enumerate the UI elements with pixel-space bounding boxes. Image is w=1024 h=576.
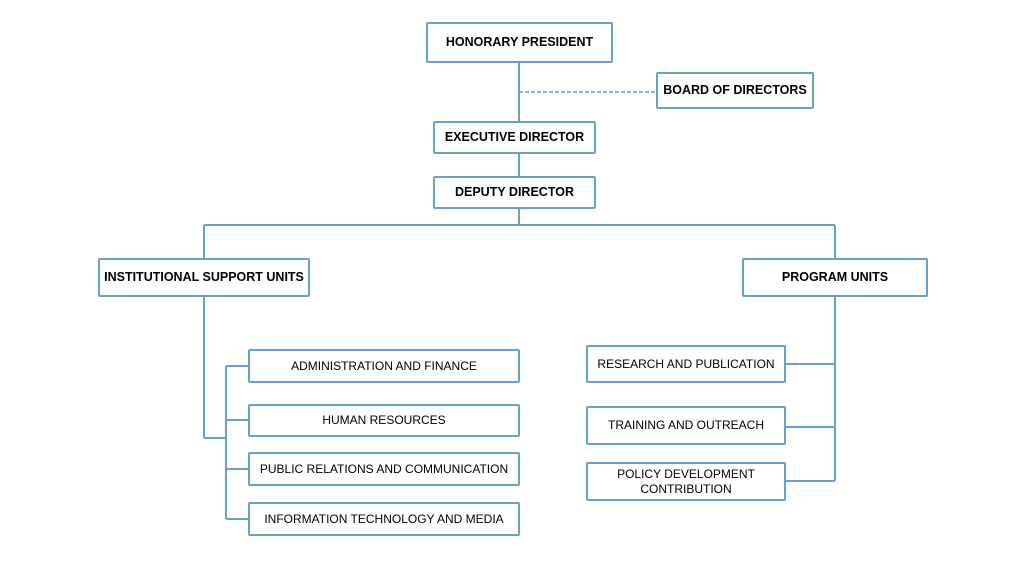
administration-and-finance-box: ADMINISTRATION AND FINANCE	[248, 349, 520, 383]
public-relations-and-communication-label: PUBLIC RELATIONS AND COMMUNICATION	[259, 461, 509, 476]
training-and-outreach-label: TRAINING AND OUTREACH	[607, 418, 764, 432]
information-technology-and-media-box: INFORMATION TECHNOLOGY AND MEDIA	[248, 502, 520, 536]
executive-director-box: EXECUTIVE DIRECTOR	[433, 121, 596, 154]
honorary-president-box: HONORARY PRESIDENT	[426, 22, 613, 63]
research-and-publication-box: RESEARCH AND PUBLICATION	[586, 345, 786, 383]
policy-development-label-line1: POLICY DEVELOPMENT	[617, 466, 755, 481]
training-and-outreach-box: TRAINING AND OUTREACH	[586, 406, 786, 445]
honorary-president-label: HONORARY PRESIDENT	[445, 35, 594, 49]
administration-and-finance-label: ADMINISTRATION AND FINANCE	[291, 358, 477, 373]
research-and-publication-label: RESEARCH AND PUBLICATION	[597, 356, 775, 371]
deputy-director-label: DEPUTY DIRECTOR	[454, 185, 574, 199]
program-units-label: PROGRAM UNITS	[781, 270, 889, 284]
human-resources-label: HUMAN RESOURCES	[322, 413, 446, 427]
institutional-support-units-label: INSTITUTIONAL SUPPORT UNITS	[104, 270, 304, 284]
policy-development-box: POLICY DEVELOPMENT CONTRIBUTION	[586, 462, 786, 501]
board-of-directors-label: BOARD OF DIRECTORS	[663, 83, 807, 97]
board-of-directors-box: BOARD OF DIRECTORS	[656, 72, 814, 109]
deputy-director-box: DEPUTY DIRECTOR	[433, 176, 596, 209]
policy-development-label-line2: CONTRIBUTION	[640, 481, 732, 496]
program-units-box: PROGRAM UNITS	[742, 258, 928, 297]
information-technology-and-media-label: INFORMATION TECHNOLOGY AND MEDIA	[264, 511, 504, 526]
human-resources-box: HUMAN RESOURCES	[248, 404, 520, 437]
institutional-support-units-box: INSTITUTIONAL SUPPORT UNITS	[98, 258, 310, 297]
executive-director-label: EXECUTIVE DIRECTOR	[444, 130, 585, 144]
public-relations-and-communication-box: PUBLIC RELATIONS AND COMMUNICATION	[248, 452, 520, 486]
